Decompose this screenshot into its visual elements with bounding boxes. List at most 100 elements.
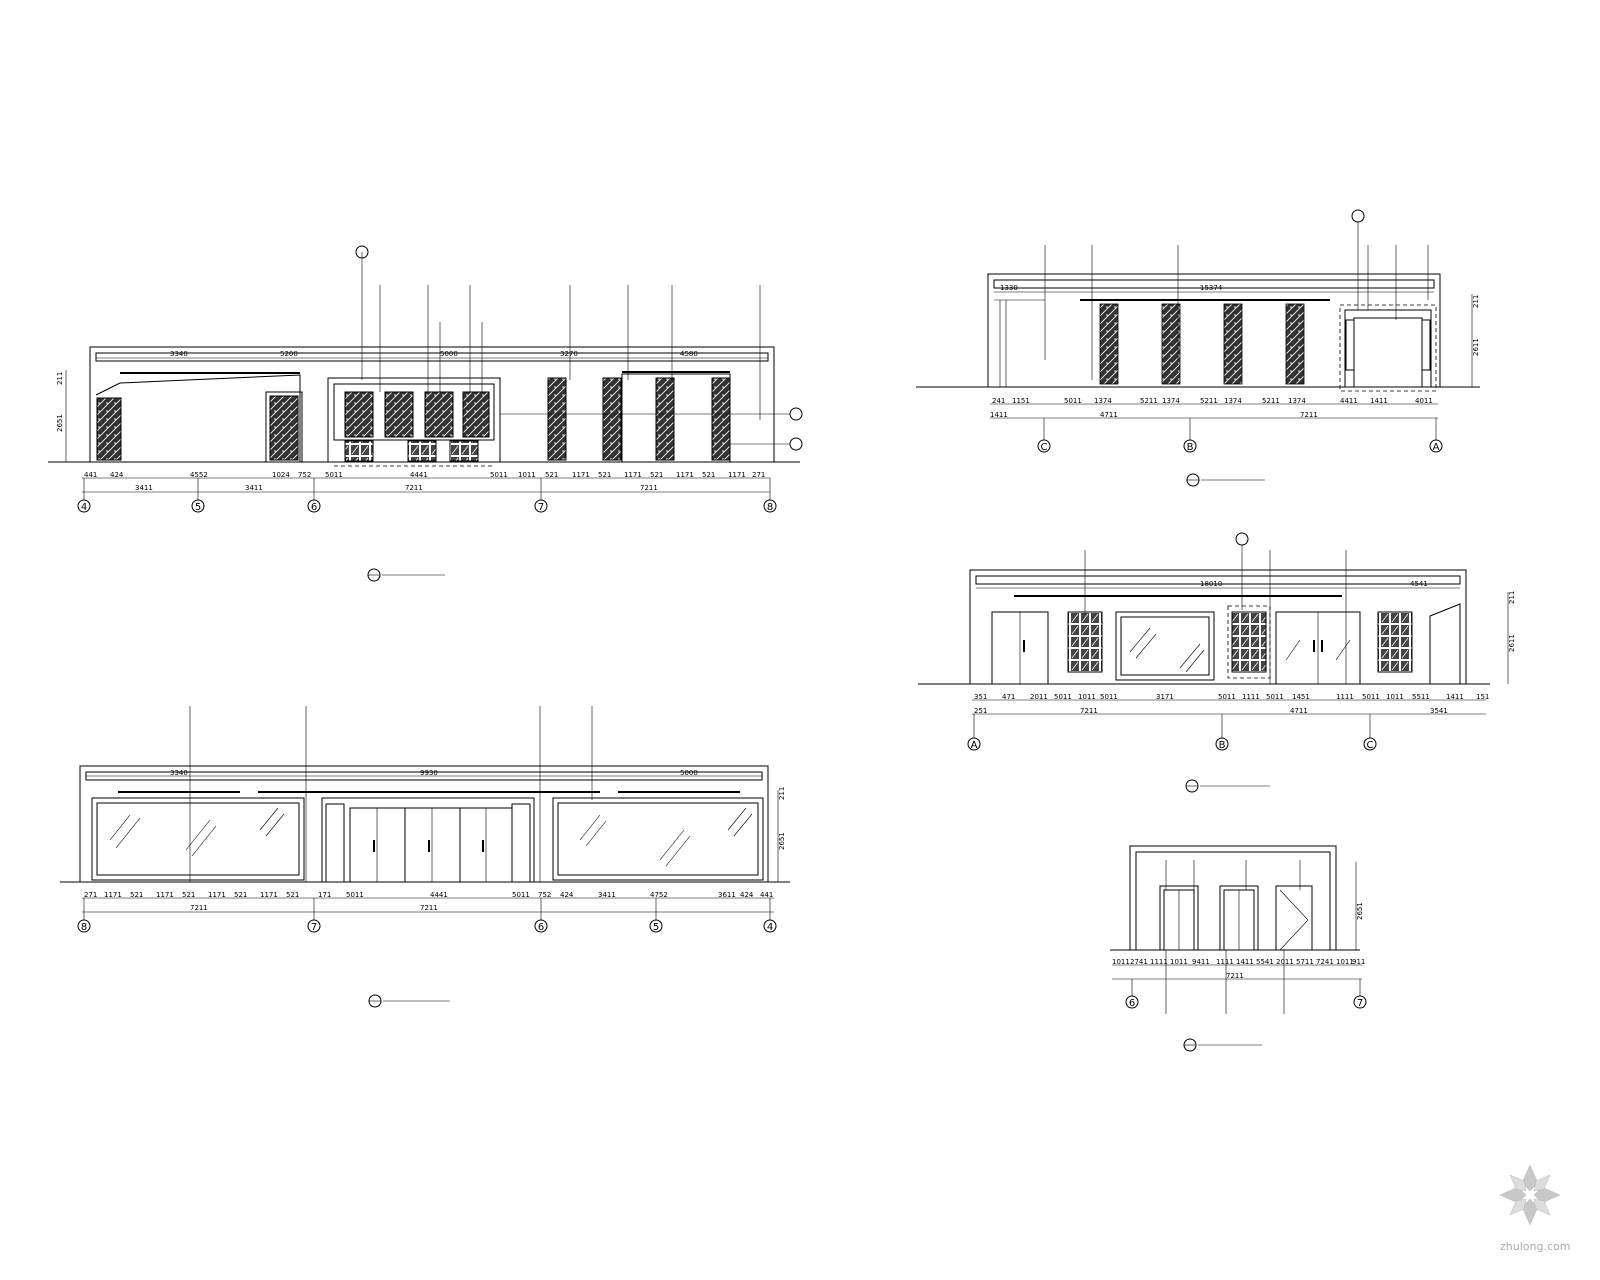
svg-text:1171: 1171 xyxy=(104,891,122,899)
svg-text:6: 6 xyxy=(538,922,544,933)
svg-text:521: 521 xyxy=(545,471,558,479)
elevation-d: 211 2611 18010 4541 351 471 2011 5011 10… xyxy=(918,532,1516,793)
dims-row1: 441 424 4552 1024 752 5011 4441 5011 101… xyxy=(84,471,765,479)
svg-text:1374: 1374 xyxy=(1224,397,1242,405)
svg-text:5011: 5011 xyxy=(346,891,364,899)
svg-text:441: 441 xyxy=(760,891,773,899)
svg-text:8: 8 xyxy=(81,922,87,933)
svg-text:1011: 1011 xyxy=(1386,693,1404,701)
height-dim: 211 xyxy=(778,787,786,800)
svg-text:521: 521 xyxy=(130,891,143,899)
svg-text:521: 521 xyxy=(702,471,715,479)
svg-text:171: 171 xyxy=(318,891,331,899)
svg-text:1011: 1011 xyxy=(1336,958,1354,966)
dim-label: 5000 xyxy=(440,350,458,358)
svg-text:1011: 1011 xyxy=(1078,693,1096,701)
elevation-b: 211 2611 1330 15374 241 1151 5011 1374 5… xyxy=(916,209,1480,487)
svg-text:1111: 1111 xyxy=(1216,958,1234,966)
svg-text:5011: 5011 xyxy=(1266,693,1284,701)
svg-text:4: 4 xyxy=(81,502,87,513)
dims-row1: 351 471 2011 5011 1011 5011 3171 5011 11… xyxy=(974,693,1489,701)
height-dim: 211 xyxy=(1472,295,1480,308)
dim-label: 3541 xyxy=(1430,707,1448,715)
svg-text:424: 424 xyxy=(740,891,754,899)
svg-text:351: 351 xyxy=(974,693,987,701)
svg-text:1011: 1011 xyxy=(1170,958,1188,966)
dim-label: 1411 xyxy=(990,411,1008,419)
dim-label: 3340 xyxy=(170,350,188,358)
height-dim: 2611 xyxy=(1472,338,1480,356)
axis-markers: C B A xyxy=(1037,418,1443,453)
height-dim: 211 xyxy=(1508,591,1516,604)
svg-text:1151: 1151 xyxy=(1012,397,1030,405)
svg-text:271: 271 xyxy=(752,471,765,479)
svg-text:1171: 1171 xyxy=(260,891,278,899)
drawing-title xyxy=(1185,779,1270,793)
svg-text:5011: 5011 xyxy=(1054,693,1072,701)
svg-text:1374: 1374 xyxy=(1094,397,1112,405)
svg-text:5511: 5511 xyxy=(1412,693,1430,701)
svg-text:471: 471 xyxy=(1002,693,1015,701)
dims-row1: 271 1171 521 1171 521 1171 521 1171 521 … xyxy=(84,891,773,899)
elevation-c: 211 2651 3340 9930 5000 271 1171 521 117… xyxy=(60,706,790,1008)
svg-text:1171: 1171 xyxy=(208,891,226,899)
svg-text:4: 4 xyxy=(767,922,773,933)
svg-text:521: 521 xyxy=(182,891,195,899)
dim-label: 7211 xyxy=(640,484,658,492)
dims-row1: 1011 2741 1111 1011 9411 1111 1411 5541 … xyxy=(1112,958,1365,966)
svg-text:3611: 3611 xyxy=(718,891,736,899)
svg-text:1451: 1451 xyxy=(1292,693,1310,701)
svg-text:521: 521 xyxy=(234,891,247,899)
svg-text:5211: 5211 xyxy=(1200,397,1218,405)
dim-label: 4711 xyxy=(1100,411,1118,419)
svg-text:5011: 5011 xyxy=(1064,397,1082,405)
svg-text:C: C xyxy=(1367,740,1374,751)
svg-text:424: 424 xyxy=(560,891,574,899)
dim-label: 7211 xyxy=(1300,411,1318,419)
svg-text:1011: 1011 xyxy=(518,471,536,479)
drawing-title xyxy=(1183,1038,1262,1052)
svg-text:3171: 3171 xyxy=(1156,693,1174,701)
elevation-f: 2651 1011 2741 1111 1011 9411 1111 1411 … xyxy=(1110,845,1367,1052)
svg-text:1171: 1171 xyxy=(728,471,746,479)
drawing-title xyxy=(367,568,445,582)
svg-text:1171: 1171 xyxy=(676,471,694,479)
svg-text:521: 521 xyxy=(650,471,663,479)
dim-label: 5200 xyxy=(280,350,298,358)
svg-text:7: 7 xyxy=(538,502,544,513)
dim-label: 15374 xyxy=(1200,284,1223,292)
svg-text:521: 521 xyxy=(598,471,611,479)
svg-text:5011: 5011 xyxy=(490,471,508,479)
dim-label: 4580 xyxy=(680,350,698,358)
watermark-logo xyxy=(1499,1164,1561,1226)
svg-text:1111: 1111 xyxy=(1336,693,1354,701)
svg-text:911: 911 xyxy=(1352,958,1365,966)
svg-text:2011: 2011 xyxy=(1276,958,1294,966)
axis-markers: 8 7 6 5 4 xyxy=(77,898,777,933)
svg-text:4411: 4411 xyxy=(1340,397,1358,405)
dim-label: 3340 xyxy=(170,769,188,777)
svg-text:1011: 1011 xyxy=(1112,958,1130,966)
svg-text:4011: 4011 xyxy=(1415,397,1433,405)
svg-text:B: B xyxy=(1187,442,1194,453)
svg-text:5011: 5011 xyxy=(1362,693,1380,701)
svg-text:4441: 4441 xyxy=(410,471,428,479)
dim-label: 9930 xyxy=(420,769,438,777)
dim-label: 3411 xyxy=(135,484,153,492)
svg-text:6: 6 xyxy=(1129,998,1135,1009)
height-dim: 2651 xyxy=(1356,902,1364,920)
watermark-text: zhulong.com xyxy=(1500,1240,1570,1253)
svg-text:271: 271 xyxy=(84,891,97,899)
svg-text:752: 752 xyxy=(538,891,551,899)
svg-text:5011: 5011 xyxy=(512,891,530,899)
dim-label: 7211 xyxy=(405,484,423,492)
dim-label: 4541 xyxy=(1410,580,1428,588)
height-dim: 2611 xyxy=(1508,634,1516,652)
dim-label: 1330 xyxy=(1000,284,1018,292)
axis-markers: 4 5 6 7 8 xyxy=(77,478,777,513)
svg-text:6: 6 xyxy=(311,502,317,513)
svg-text:A: A xyxy=(1433,442,1440,453)
svg-text:752: 752 xyxy=(298,471,311,479)
dim-label: 251 xyxy=(974,707,987,715)
